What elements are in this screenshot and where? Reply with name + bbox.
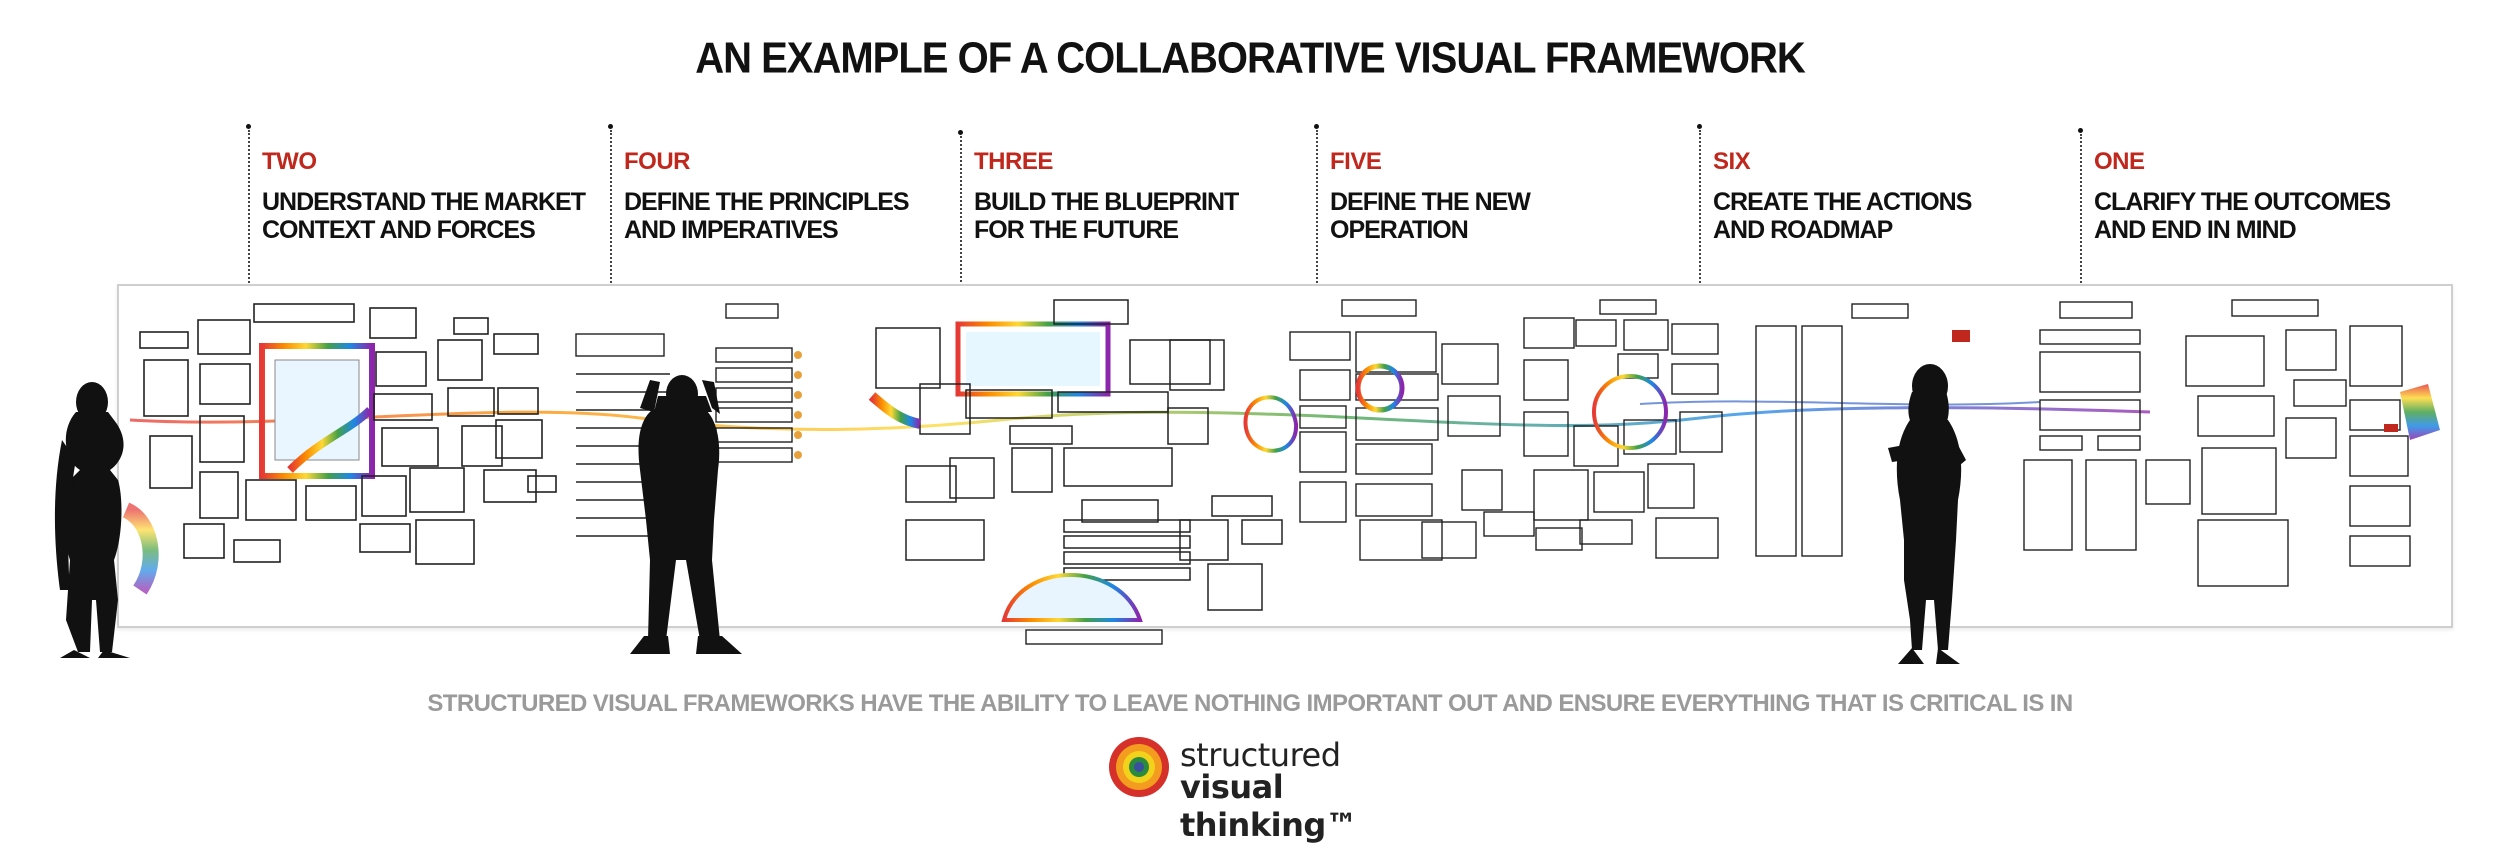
stage-heading-line2: OPERATION: [1330, 216, 1469, 244]
rainbow-arrow: [868, 392, 922, 429]
stage-number: FOUR: [624, 148, 691, 175]
stage-marker-dot: [246, 124, 251, 129]
flow-line-secondary: [1639, 400, 2041, 406]
stage-leader-line: [960, 136, 962, 290]
sketch-outcomes: [2023, 299, 2411, 587]
blueprint-dome: [1001, 573, 1143, 622]
blueprint-base-banner: [1025, 629, 1163, 645]
rainbow-cone: [2400, 384, 2440, 440]
visual-framework-wall: [117, 284, 2453, 628]
stage-number: SIX: [1713, 148, 1751, 175]
stage-heading-line1: DEFINE THE NEW: [1330, 188, 1531, 216]
stage-number: TWO: [262, 148, 317, 175]
stage-heading-line2: AND ROADMAP: [1713, 216, 1893, 244]
stage-heading-line1: UNDERSTAND THE MARKET: [262, 188, 586, 216]
stage-leader-line: [1316, 130, 1318, 290]
principle-bullets: [794, 351, 802, 459]
red-scribble: [1952, 330, 1970, 342]
sketch-roadmap: [1523, 299, 1909, 559]
stage-heading-line1: DEFINE THE PRINCIPLES: [624, 188, 910, 216]
page-title: AN EXAMPLE OF A COLLABORATIVE VISUAL FRA…: [695, 33, 1806, 83]
stage-heading-line1: CLARIFY THE OUTCOMES: [2094, 188, 2391, 216]
stage-heading-line2: AND IMPERATIVES: [624, 216, 839, 244]
silhouette-woman-right: [1888, 364, 1966, 664]
flow-line: [129, 406, 2151, 432]
logo-word-visual-thinking: visual thinking™: [1180, 768, 1358, 844]
rainbow-loop: [1243, 395, 1299, 453]
sketch-operation: [1289, 299, 1535, 561]
stage-heading-line1: CREATE THE ACTIONS: [1713, 188, 1972, 216]
stage-leader-line: [610, 130, 612, 290]
stage-number: FIVE: [1330, 148, 1382, 175]
stage-leader-line: [2080, 134, 2082, 290]
sketch-market-context: [139, 303, 557, 565]
target-logo-icon: [1109, 737, 1169, 797]
roadmap-target: [1592, 374, 1668, 450]
rainbow-arrow: [287, 407, 373, 473]
stage-number: ONE: [2094, 148, 2145, 175]
tagline: STRUCTURED VISUAL FRAMEWORKS HAVE THE AB…: [427, 690, 2073, 717]
stage-leader-line: [248, 130, 250, 290]
stage-leader-line: [1699, 130, 1701, 290]
sketch-blueprint: [875, 299, 1283, 611]
stage-marker-dot: [958, 130, 963, 135]
stage-number: THREE: [974, 148, 1053, 175]
stage-heading-line2: FOR THE FUTURE: [974, 216, 1179, 244]
stage-heading-line2: AND END IN MIND: [2094, 216, 2297, 244]
stage-marker-dot: [1314, 124, 1319, 129]
stage-heading-line1: BUILD THE BLUEPRINT: [974, 188, 1239, 216]
red-scribble: [2384, 424, 2398, 432]
silhouette-man-camera: [630, 375, 742, 654]
stage-marker-dot: [608, 124, 613, 129]
silhouette-woman-left: [54, 382, 130, 658]
operation-hub: [1355, 363, 1405, 413]
stage-heading-line2: CONTEXT AND FORCES: [262, 216, 536, 244]
rainbow-smear: [122, 502, 159, 595]
brand-logo: structured visual thinking™: [1108, 734, 1438, 844]
stage-marker-dot: [1697, 124, 1702, 129]
stage-marker-dot: [2078, 128, 2083, 133]
logo-word-structured: structured: [1180, 736, 1341, 774]
